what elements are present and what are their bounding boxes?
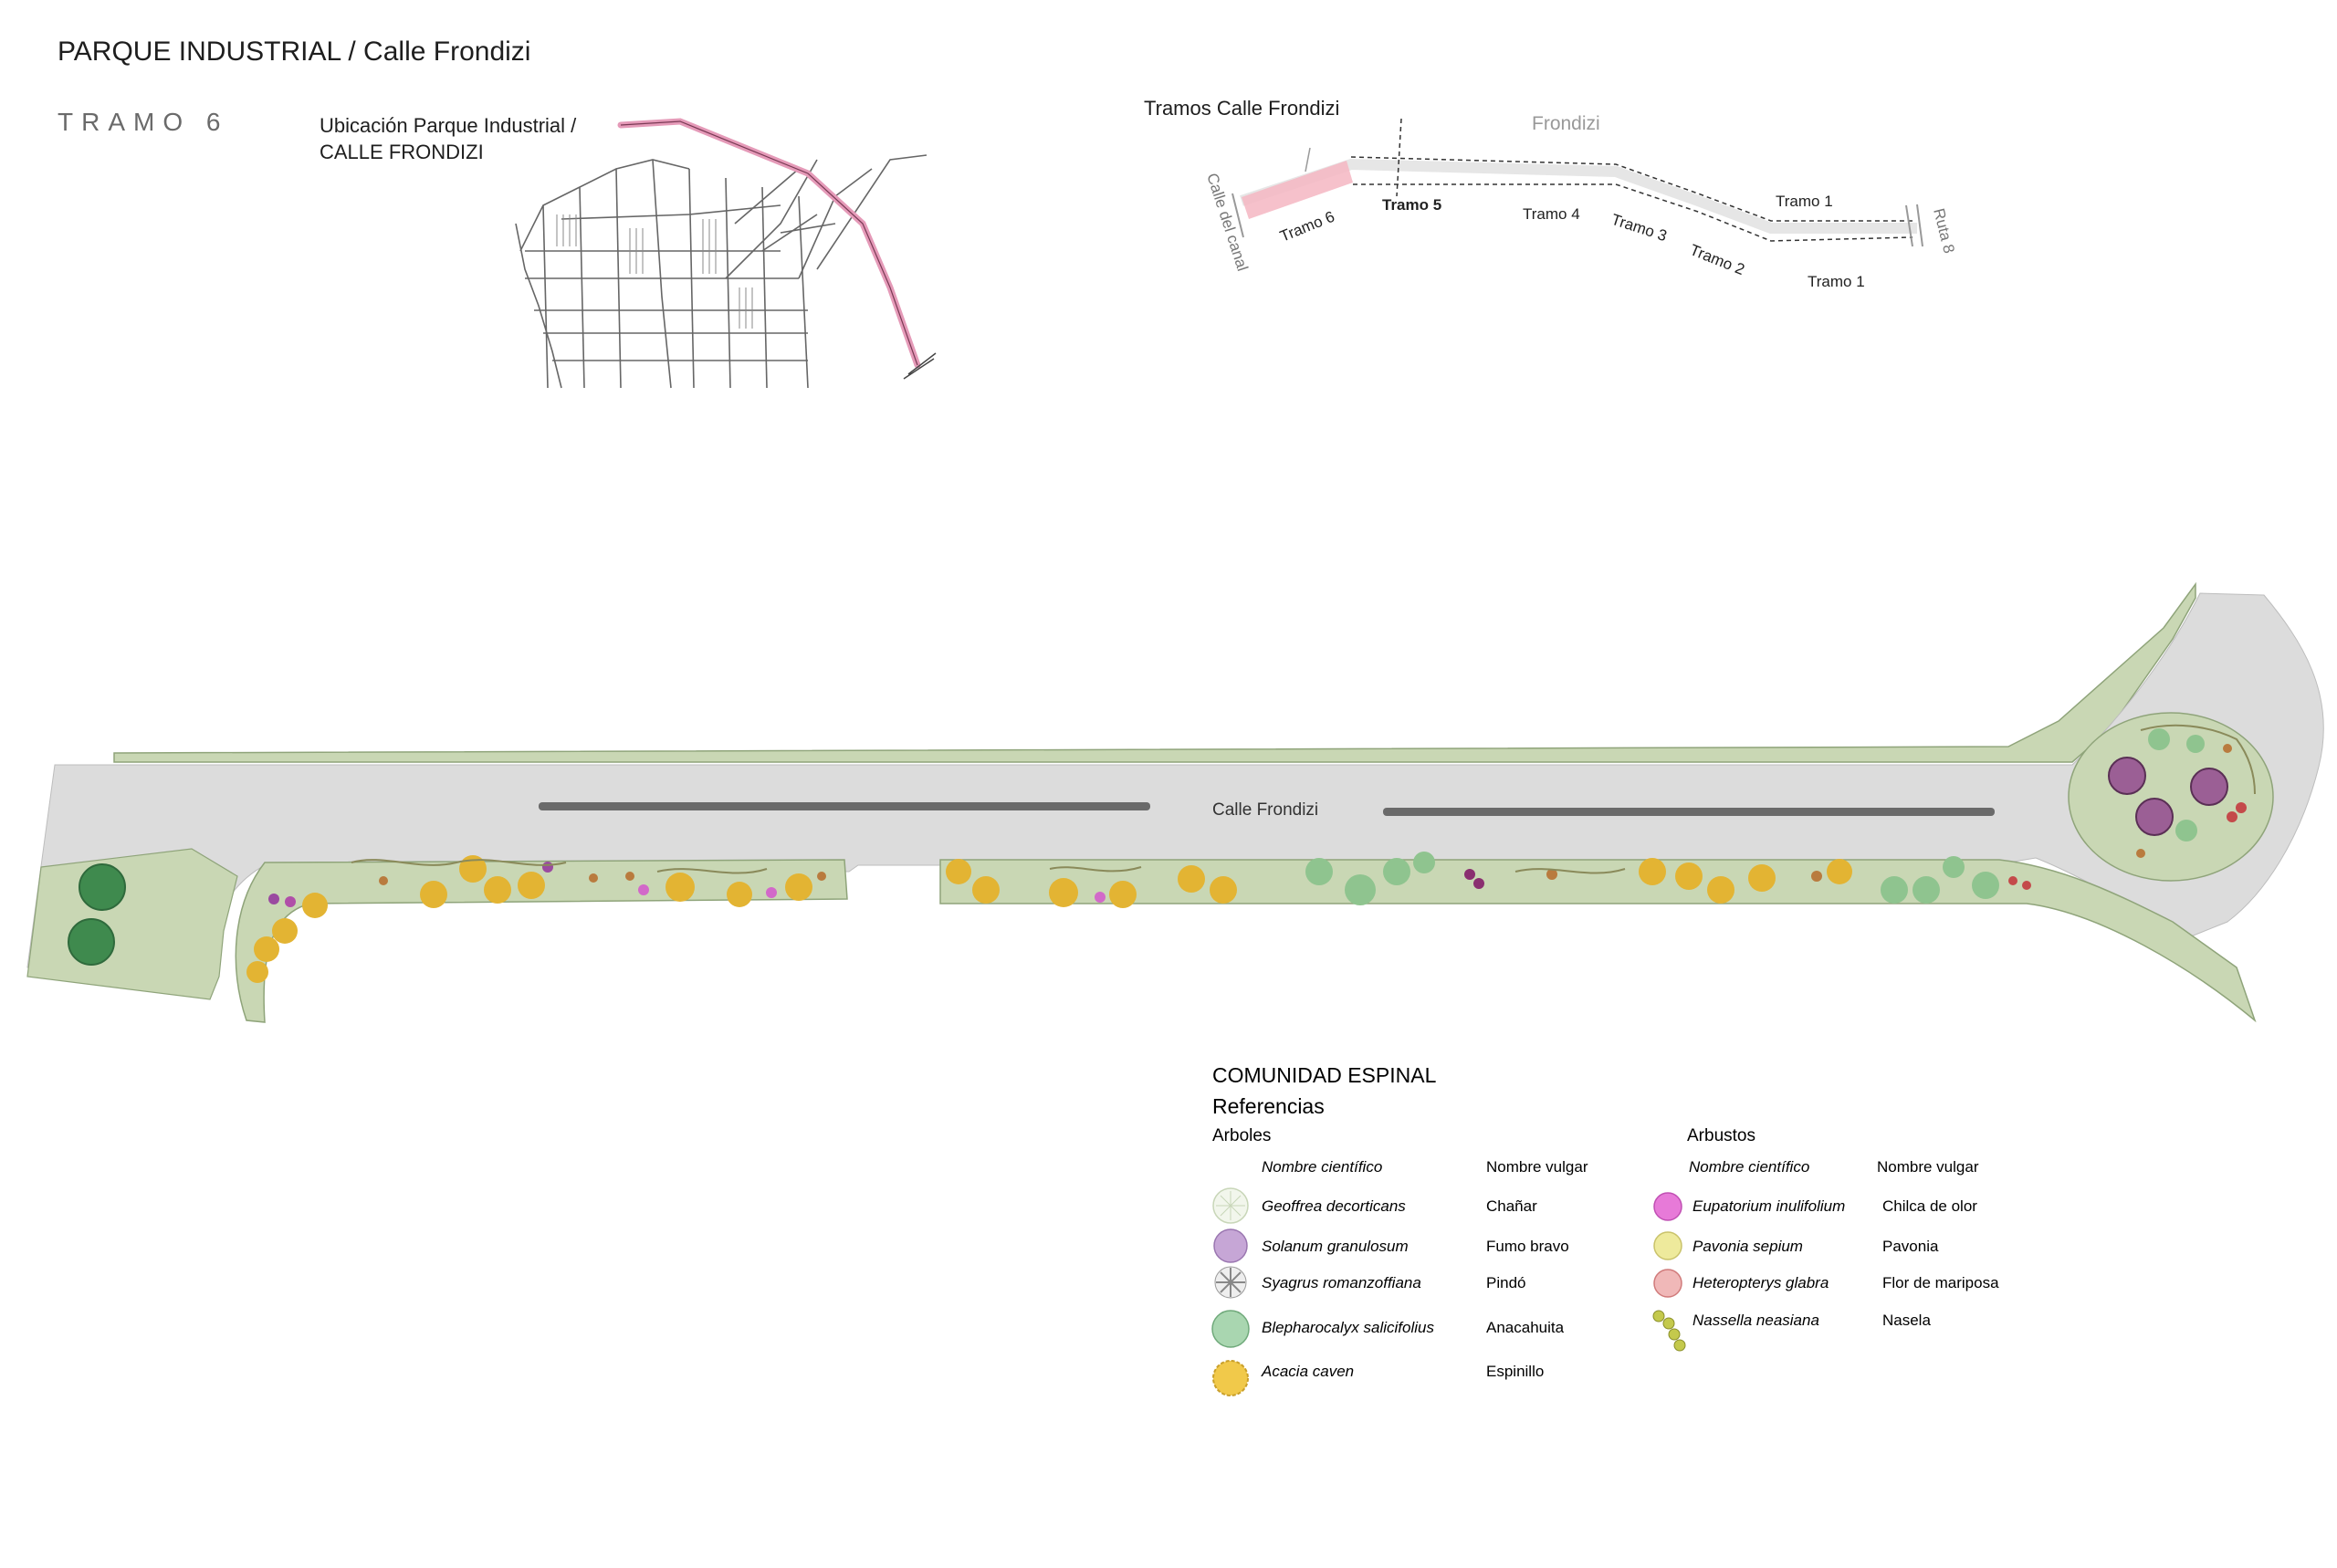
legend-tree-3-scientific: Syagrus romanzoffiana	[1262, 1274, 1421, 1291]
vegetation-east	[946, 852, 2031, 908]
segments-outline-top	[1350, 156, 1913, 222]
tramo-1-label-bottom: Tramo 1	[1808, 273, 1865, 290]
roundabout-island	[2068, 712, 2274, 882]
corner-lawn	[26, 848, 238, 1000]
legend-tree-2-scientific: Solanum granulosum	[1262, 1238, 1409, 1255]
legend-shrub-row-1: Eupatorium inulifolium Chilca de olor	[1653, 1192, 1977, 1221]
vegetation-roundabout	[2108, 724, 2256, 858]
legend-tree-row-1: Geoffrea decorticans Chañar	[1212, 1187, 1537, 1224]
legend-heading: COMUNIDAD ESPINAL	[1212, 1063, 1437, 1087]
legend-tree-4-common: Anacahuita	[1486, 1319, 1565, 1336]
legend-shrubs-col-scientific: Nombre científico	[1689, 1158, 1809, 1176]
tramo-5-divider	[1396, 118, 1402, 197]
legend-tree-row-2: Solanum granulosum Fumo bravo	[1213, 1228, 1569, 1263]
route-centerline	[620, 120, 918, 366]
legend-shrub-2-common: Pavonia	[1882, 1238, 1939, 1255]
median-east	[1383, 808, 1995, 816]
corner-tree-1	[79, 863, 126, 911]
legend-tree-5-common: Espinillo	[1486, 1363, 1544, 1380]
segments-outline-bottom	[1353, 183, 1913, 242]
legend-shrub-row-3: Heteropterys glabra Flor de mariposa	[1653, 1269, 1999, 1298]
tramo-6-label: Tramo 6	[1277, 208, 1336, 246]
legend: COMUNIDAD ESPINAL Referencias Arboles No…	[1211, 1063, 1999, 1396]
legend-tree-row-5: Acacia caven Espinillo	[1212, 1360, 1544, 1396]
legend-shrubs-title: Arbustos	[1687, 1126, 1755, 1145]
segments-map-title: Tramos Calle Frondizi	[1144, 97, 1340, 120]
vegetation-west	[246, 855, 826, 983]
legend-shrub-1-scientific: Eupatorium inulifolium	[1692, 1197, 1845, 1215]
legend-tree-3-common: Pindó	[1486, 1274, 1525, 1291]
legend-shrubs-col-common: Nombre vulgar	[1877, 1158, 1979, 1176]
pavonia-icon	[1653, 1231, 1682, 1260]
legend-subheading: Referencias	[1212, 1094, 1325, 1118]
legend-tree-5-scientific: Acacia caven	[1261, 1363, 1354, 1380]
legend-tree-4-scientific: Blepharocalyx salicifolius	[1262, 1319, 1434, 1336]
legend-shrub-4-common: Nasela	[1882, 1312, 1931, 1329]
section-label: TRAMO 6	[58, 108, 229, 136]
segments-map: Frondizi Calle del canal Ruta 8 Tramo 6 …	[1203, 113, 1958, 290]
location-map-title-line1: Ubicación Parque Industrial /	[320, 114, 577, 137]
plan-street-label: Calle Frondizi	[1212, 800, 1318, 820]
chilca-icon	[1653, 1192, 1682, 1221]
block-hatching	[556, 214, 753, 329]
cross-street-right-label: Ruta 8	[1930, 206, 1958, 255]
location-map-title-line2: CALLE FRONDIZI	[320, 141, 484, 163]
pindo-palm-icon	[1214, 1266, 1247, 1299]
tramo-1-label-top: Tramo 1	[1776, 193, 1833, 210]
corner-tree-2	[68, 918, 115, 966]
nasela-icon	[1652, 1310, 1686, 1352]
route-end-mark	[903, 352, 937, 380]
south-verge-west	[235, 859, 848, 1023]
segments-street-label: Frondizi	[1532, 113, 1600, 134]
south-verge-east	[939, 859, 2257, 1023]
legend-tree-1-common: Chañar	[1486, 1197, 1537, 1215]
legend-tree-2-common: Fumo bravo	[1486, 1238, 1569, 1255]
legend-trees-title: Arboles	[1212, 1126, 1271, 1145]
tramo-5-label: Tramo 5	[1382, 196, 1441, 214]
calle-canal-line	[1231, 193, 1244, 238]
tramo-6-highlight	[1242, 161, 1353, 219]
anacahuita-icon	[1211, 1310, 1250, 1348]
fumo-bravo-icon	[1213, 1228, 1248, 1263]
tramo-3-label: Tramo 3	[1609, 211, 1669, 245]
location-map-title: Ubicación Parque Industrial / CALLE FRON…	[320, 112, 576, 165]
flor-mariposa-icon	[1653, 1269, 1682, 1298]
legend-shrub-2-scientific: Pavonia sepium	[1692, 1238, 1803, 1255]
median-west	[539, 802, 1150, 810]
page-title: PARQUE INDUSTRIAL / Calle Frondizi	[58, 37, 531, 67]
legend-shrub-4-scientific: Nassella neasiana	[1692, 1312, 1819, 1329]
legend-shrub-row-2: Pavonia sepium Pavonia	[1653, 1231, 1939, 1260]
tramo-4-label: Tramo 4	[1523, 205, 1580, 223]
legend-shrub-1-common: Chilca de olor	[1882, 1197, 1977, 1215]
segment-tick	[1305, 147, 1311, 172]
top-verge	[113, 581, 2196, 763]
legend-shrub-3-scientific: Heteropterys glabra	[1692, 1274, 1829, 1291]
legend-trees-col-scientific: Nombre científico	[1262, 1158, 1382, 1176]
ruta-8-line	[1905, 204, 1923, 247]
street-plan: Calle Frondizi	[26, 581, 2324, 1023]
legend-tree-1-scientific: Geoffrea decorticans	[1262, 1197, 1406, 1215]
tramo-2-label: Tramo 2	[1688, 241, 1747, 278]
legend-tree-row-4: Blepharocalyx salicifolius Anacahuita	[1211, 1310, 1565, 1348]
legend-trees-col-common: Nombre vulgar	[1486, 1158, 1588, 1176]
espinillo-icon	[1212, 1360, 1249, 1396]
legend-tree-row-3: Syagrus romanzoffiana Pindó	[1214, 1266, 1525, 1299]
street-network	[515, 154, 927, 389]
legend-shrub-3-common: Flor de mariposa	[1882, 1274, 1999, 1291]
cross-street-left-label: Calle del canal	[1203, 171, 1252, 273]
location-map	[515, 118, 937, 389]
road-surface	[26, 592, 2324, 996]
legend-shrub-row-4: Nassella neasiana Nasela	[1652, 1310, 1931, 1352]
